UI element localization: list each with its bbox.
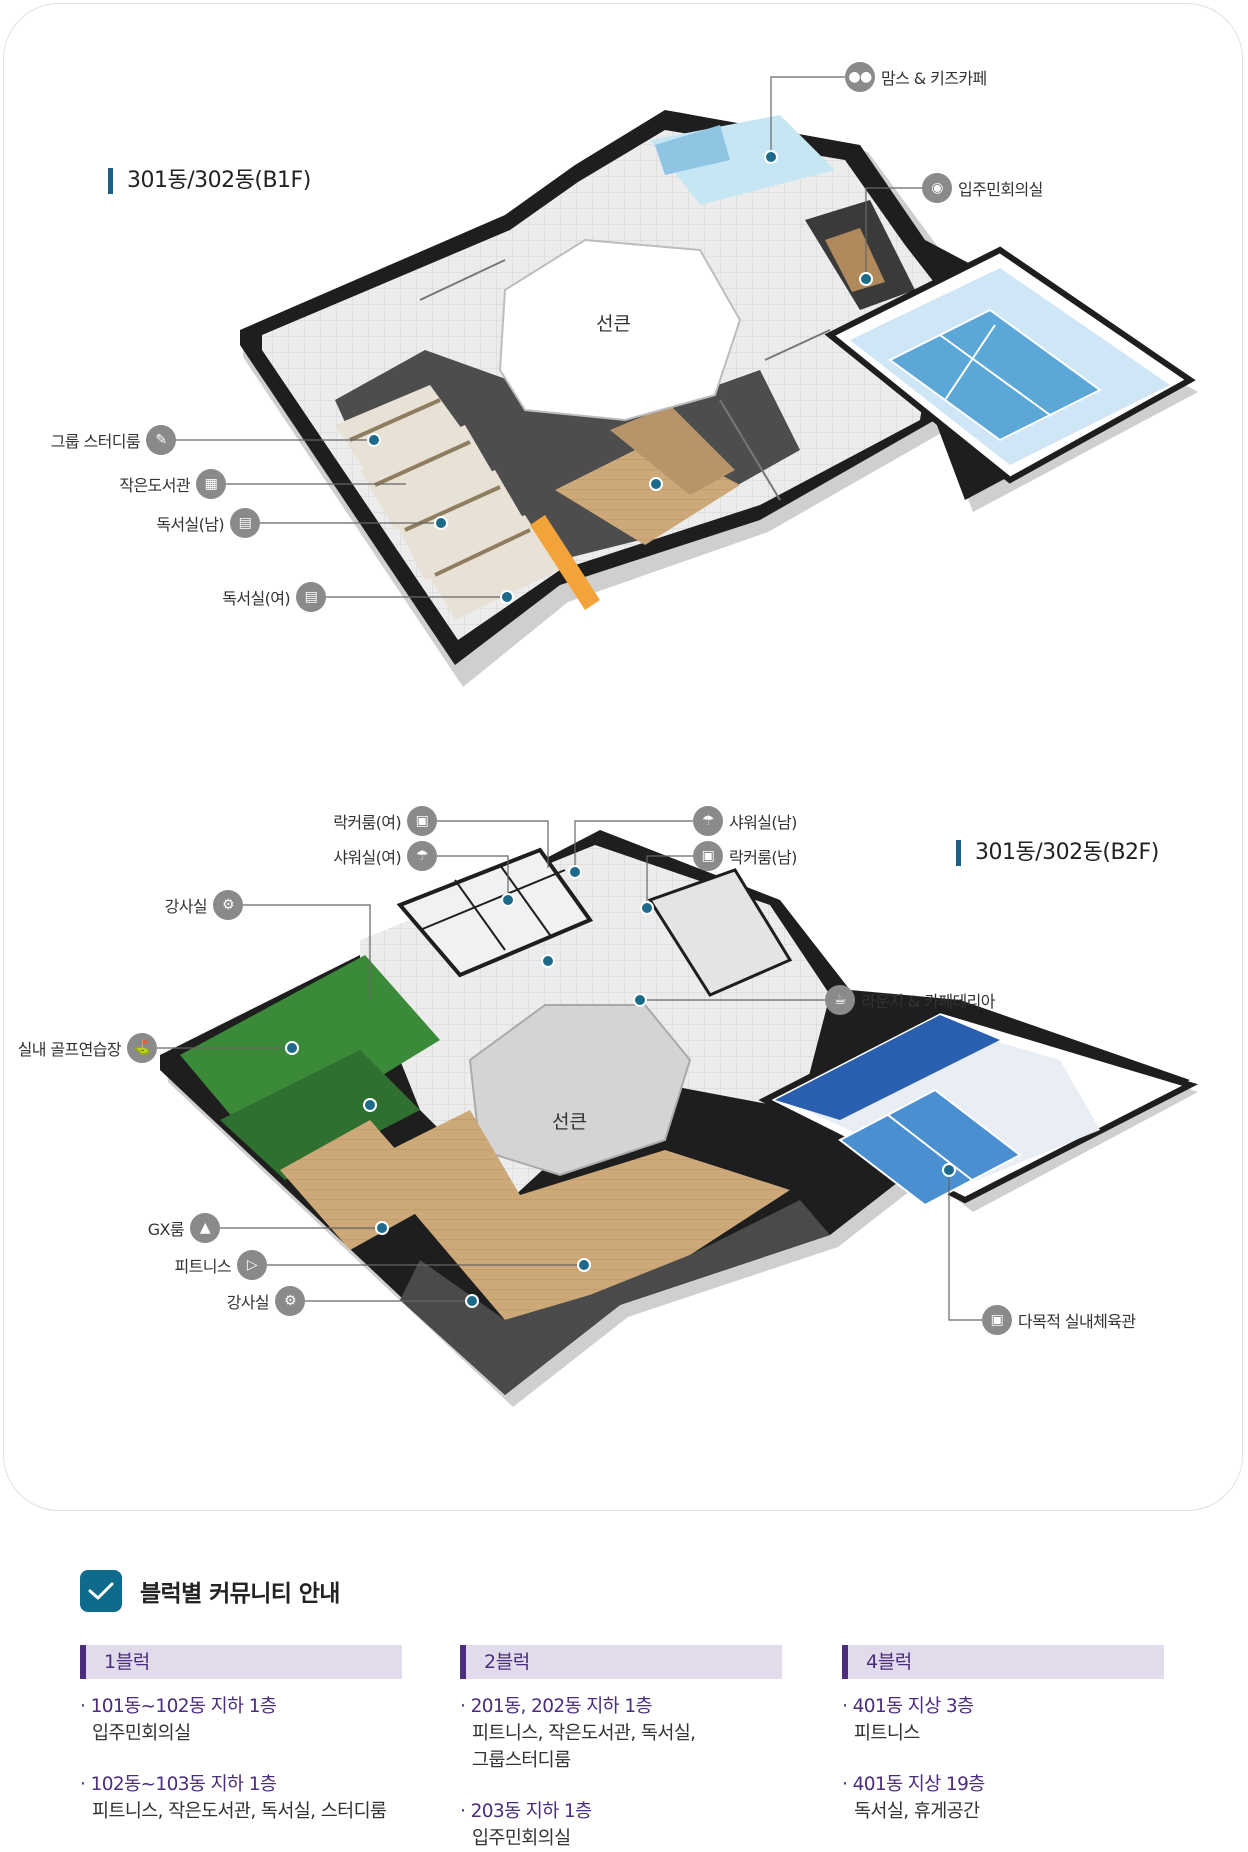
list-item: 203동 지하 1층 입주민회의실	[460, 1798, 782, 1852]
label-shower-women: ☂ 샤워실(여)	[333, 841, 437, 871]
community-guide-title: 블럭별 커뮤니티 안내	[140, 1581, 340, 1607]
label-lounge: ☕ 라운지 & 카페테리아	[825, 985, 995, 1015]
shower-icon: ☂	[407, 841, 437, 871]
block-1: 1블럭 101동~102동 지하 1층 입주민회의실 102동~103동 지하 …	[80, 1645, 402, 1825]
marker-moms-cafe	[764, 150, 778, 164]
instructor-icon: ⚙	[213, 890, 243, 920]
block-4: 4블럭 401동 지상 3층 피트니스 401동 지상 19층 독서실, 휴게공…	[842, 1645, 1164, 1825]
locker-icon: ▣	[407, 806, 437, 836]
label-residents-room: ◉ 입주민회의실	[922, 173, 1043, 203]
label-small-library: ▦ 작은도서관	[119, 469, 226, 499]
marker-shower-men	[568, 865, 582, 879]
block-1-heading: 1블럭	[80, 1645, 402, 1679]
b1-sports-court	[824, 246, 1196, 484]
list-item: 401동 지상 3층 피트니스	[842, 1693, 1164, 1747]
b2-sunken-label: 선큰	[552, 1111, 587, 1133]
community-guide-header: 블럭별 커뮤니티 안내	[80, 1570, 340, 1612]
marker-fitness	[577, 1258, 591, 1272]
marker-small-library	[649, 477, 663, 491]
marker-golf	[285, 1041, 299, 1055]
label-instructor-room-2: ⚙ 강사실	[227, 1286, 305, 1316]
label-shower-men: ☂ 샤워실(남)	[693, 806, 797, 836]
label-moms-cafe: ●● 맘스 & 키즈카페	[845, 62, 987, 92]
marker-instructor-2	[465, 1294, 479, 1308]
label-group-study: ✎ 그룹 스터디룸	[51, 425, 176, 455]
b1-sunken-label: 선큰	[596, 313, 631, 335]
marker-lounge	[633, 993, 647, 1007]
b2-floor-plan: 선큰	[160, 830, 1199, 1407]
block-4-heading: 4블럭	[842, 1645, 1164, 1679]
meeting-icon: ◉	[922, 173, 952, 203]
block-2: 2블럭 201동, 202동 지하 1층 피트니스, 작은도서관, 독서실, 그…	[460, 1645, 782, 1852]
block-2-heading: 2블럭	[460, 1645, 782, 1679]
marker-shower-women	[501, 893, 515, 907]
marker-locker-women	[541, 954, 555, 968]
b2-floor-title: 301동/302동(B2F)	[956, 840, 1159, 866]
instructor-icon: ⚙	[275, 1286, 305, 1316]
marker-reading-women	[500, 590, 514, 604]
b1-reading-desks	[335, 385, 560, 620]
golf-icon: ⛳	[127, 1033, 157, 1063]
label-golf: ⛳ 실내 골프연습장	[18, 1033, 157, 1063]
label-gx-room: ▲ GX룸	[148, 1213, 220, 1243]
marker-locker-men	[640, 901, 654, 915]
list-item: 401동 지상 19층 독서실, 휴게공간	[842, 1771, 1164, 1825]
exercise-icon: ▲	[190, 1213, 220, 1243]
checkmark-icon	[80, 1570, 122, 1612]
marker-instructor-1	[363, 1098, 377, 1112]
b2-fitness-floor	[370, 1110, 790, 1320]
book-icon: ▤	[296, 582, 326, 612]
gym-icon: ▣	[982, 1305, 1012, 1335]
b2-multipurpose-gym	[758, 1006, 1199, 1207]
pencil-icon: ✎	[146, 425, 176, 455]
location-markers	[285, 150, 956, 1308]
book-icon: ▤	[230, 508, 260, 538]
b2-golf-area	[180, 955, 440, 1150]
floor-plan-drawing: 선큰	[157, 76, 1199, 1407]
family-icon: ●●	[845, 62, 875, 92]
leader-lines	[157, 76, 982, 1321]
label-reading-women: ▤ 독서실(여)	[222, 582, 326, 612]
b1-floor-title: 301동/302동(B1F)	[108, 168, 311, 194]
label-instructor-room-1: ⚙ 강사실	[165, 890, 243, 920]
label-locker-men: ▣ 락커룸(남)	[693, 841, 797, 871]
list-item: 101동~102동 지하 1층 입주민회의실	[80, 1693, 402, 1747]
marker-gx-room	[375, 1221, 389, 1235]
coffee-cup-icon: ☕	[825, 985, 855, 1015]
label-fitness: ▷ 피트니스	[175, 1250, 267, 1280]
list-item: 102동~103동 지하 1층 피트니스, 작은도서관, 독서실, 스터디룸	[80, 1771, 402, 1825]
bookshelf-icon: ▦	[196, 469, 226, 499]
list-item: 201동, 202동 지하 1층 피트니스, 작은도서관, 독서실, 그룹스터디…	[460, 1693, 782, 1774]
marker-reading-men	[434, 516, 448, 530]
marker-group-study	[367, 433, 381, 447]
marker-residents-room	[859, 272, 873, 286]
marker-gym	[942, 1163, 956, 1177]
label-locker-women: ▣ 락커룸(여)	[333, 806, 437, 836]
b1-floor-plan: 선큰	[240, 110, 1198, 687]
locker-icon: ▣	[693, 841, 723, 871]
label-reading-men: ▤ 독서실(남)	[156, 508, 260, 538]
label-gym: ▣ 다목적 실내체육관	[982, 1305, 1136, 1335]
treadmill-icon: ▷	[237, 1250, 267, 1280]
shower-icon: ☂	[693, 806, 723, 836]
